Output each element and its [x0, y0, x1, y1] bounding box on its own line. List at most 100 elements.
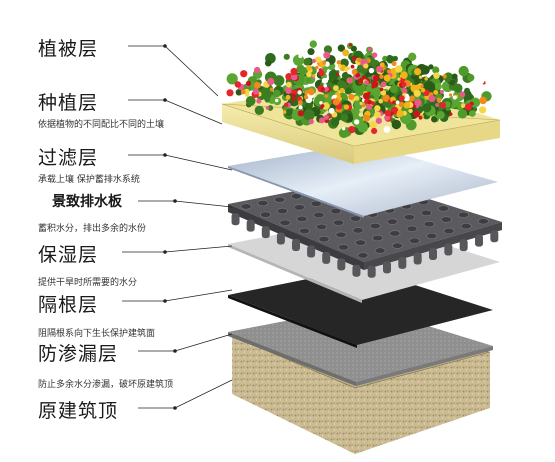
- leaf-cluster: [428, 64, 434, 70]
- flower: [448, 93, 453, 97]
- drainage-cup: [460, 223, 472, 230]
- flower: [442, 74, 447, 79]
- flower: [347, 77, 353, 84]
- leader-roof: [138, 379, 233, 410]
- flower: [315, 65, 319, 70]
- drainage-cup: [389, 230, 401, 237]
- flower: [397, 77, 401, 81]
- flower: [375, 117, 383, 124]
- flower: [391, 61, 397, 67]
- flower: [376, 65, 383, 73]
- leaf-cluster: [340, 113, 349, 122]
- drainage-cup: [330, 208, 342, 215]
- root-barrier-sheet: [228, 268, 493, 348]
- drainage-cup: [391, 242, 403, 249]
- label-filter-desc: 承载上壤 保护蓄排水系统: [38, 175, 140, 185]
- label-roof-title: 原建筑顶: [38, 400, 119, 422]
- flower: [433, 89, 439, 95]
- flower: [322, 102, 330, 110]
- flower: [439, 102, 447, 109]
- leaf-cluster: [341, 71, 350, 80]
- flower: [394, 65, 403, 73]
- leaf-cluster: [331, 118, 340, 127]
- drainage-peg: [307, 245, 316, 258]
- flower: [414, 84, 421, 91]
- leader-planting: [128, 98, 223, 125]
- flower: [371, 101, 376, 106]
- flower: [275, 58, 282, 65]
- flower: [424, 76, 429, 81]
- drainage-cup: [313, 211, 325, 219]
- drainage-peg: [352, 264, 361, 277]
- drainage-cup: [374, 247, 386, 254]
- flower: [282, 110, 287, 114]
- flower: [253, 81, 261, 89]
- drainage-peg: [490, 230, 499, 243]
- flower: [334, 66, 340, 71]
- flower: [479, 79, 485, 84]
- leader-vegetation: [128, 44, 219, 97]
- flower: [274, 65, 282, 73]
- leader-lines: [122, 44, 233, 410]
- drainage-peg: [276, 232, 285, 245]
- drainage-cup: [355, 239, 367, 246]
- flower: [290, 67, 298, 76]
- leaf-cluster: [422, 103, 432, 113]
- flower: [312, 73, 316, 78]
- leaf-cluster: [464, 87, 470, 94]
- drainage-peg: [231, 213, 240, 226]
- drainage-cup: [352, 227, 364, 234]
- leaf-cluster: [314, 95, 326, 107]
- flower: [311, 58, 316, 63]
- flower: [449, 112, 453, 116]
- flower: [348, 43, 353, 47]
- leaf-cluster: [273, 75, 285, 87]
- flower: [342, 49, 350, 57]
- vegetation-plants: [226, 40, 492, 139]
- leaf-cluster: [432, 66, 440, 74]
- flower: [318, 70, 325, 77]
- flower: [354, 119, 360, 125]
- drainage-peg: [475, 234, 483, 247]
- flower: [348, 125, 356, 134]
- leaf-cluster: [235, 88, 243, 96]
- drainage-peg: [429, 248, 437, 260]
- drainage-peg: [337, 258, 346, 271]
- flower: [420, 87, 426, 93]
- drainage-peg: [367, 265, 376, 278]
- flower: [383, 74, 391, 82]
- drainage-cup: [477, 218, 489, 225]
- flower: [240, 70, 248, 78]
- label-vegetation-title: 植被层: [38, 38, 99, 60]
- flower: [226, 89, 234, 97]
- flower: [245, 80, 252, 87]
- flower: [274, 98, 279, 103]
- flower: [307, 88, 315, 96]
- leaf-cluster: [307, 48, 315, 56]
- flower: [269, 87, 274, 92]
- leaf-cluster: [328, 69, 339, 80]
- flower: [359, 101, 363, 106]
- flower: [267, 77, 275, 86]
- leaf-cluster: [451, 73, 458, 80]
- flower: [460, 103, 466, 109]
- label-moisture-desc: 提供干旱时所需要的水分: [38, 278, 138, 288]
- leaf-cluster: [467, 74, 475, 82]
- flower: [428, 95, 436, 103]
- drainage-peg: [383, 261, 391, 274]
- flower: [351, 69, 358, 75]
- label-drainage-title: 景致排水板: [52, 194, 122, 210]
- drainage-peg: [246, 219, 255, 232]
- filter-fabric: [228, 143, 498, 218]
- drainage-cup: [440, 216, 452, 223]
- flower: [252, 88, 260, 95]
- leaf-cluster: [468, 110, 476, 117]
- flower: [433, 72, 440, 79]
- drainage-cup: [357, 252, 369, 259]
- flower: [366, 104, 373, 111]
- leaf-cluster: [351, 107, 360, 116]
- leaf-cluster: [434, 82, 442, 91]
- flower: [321, 77, 328, 84]
- drainage-cup: [337, 244, 349, 251]
- leaf-cluster: [337, 44, 346, 52]
